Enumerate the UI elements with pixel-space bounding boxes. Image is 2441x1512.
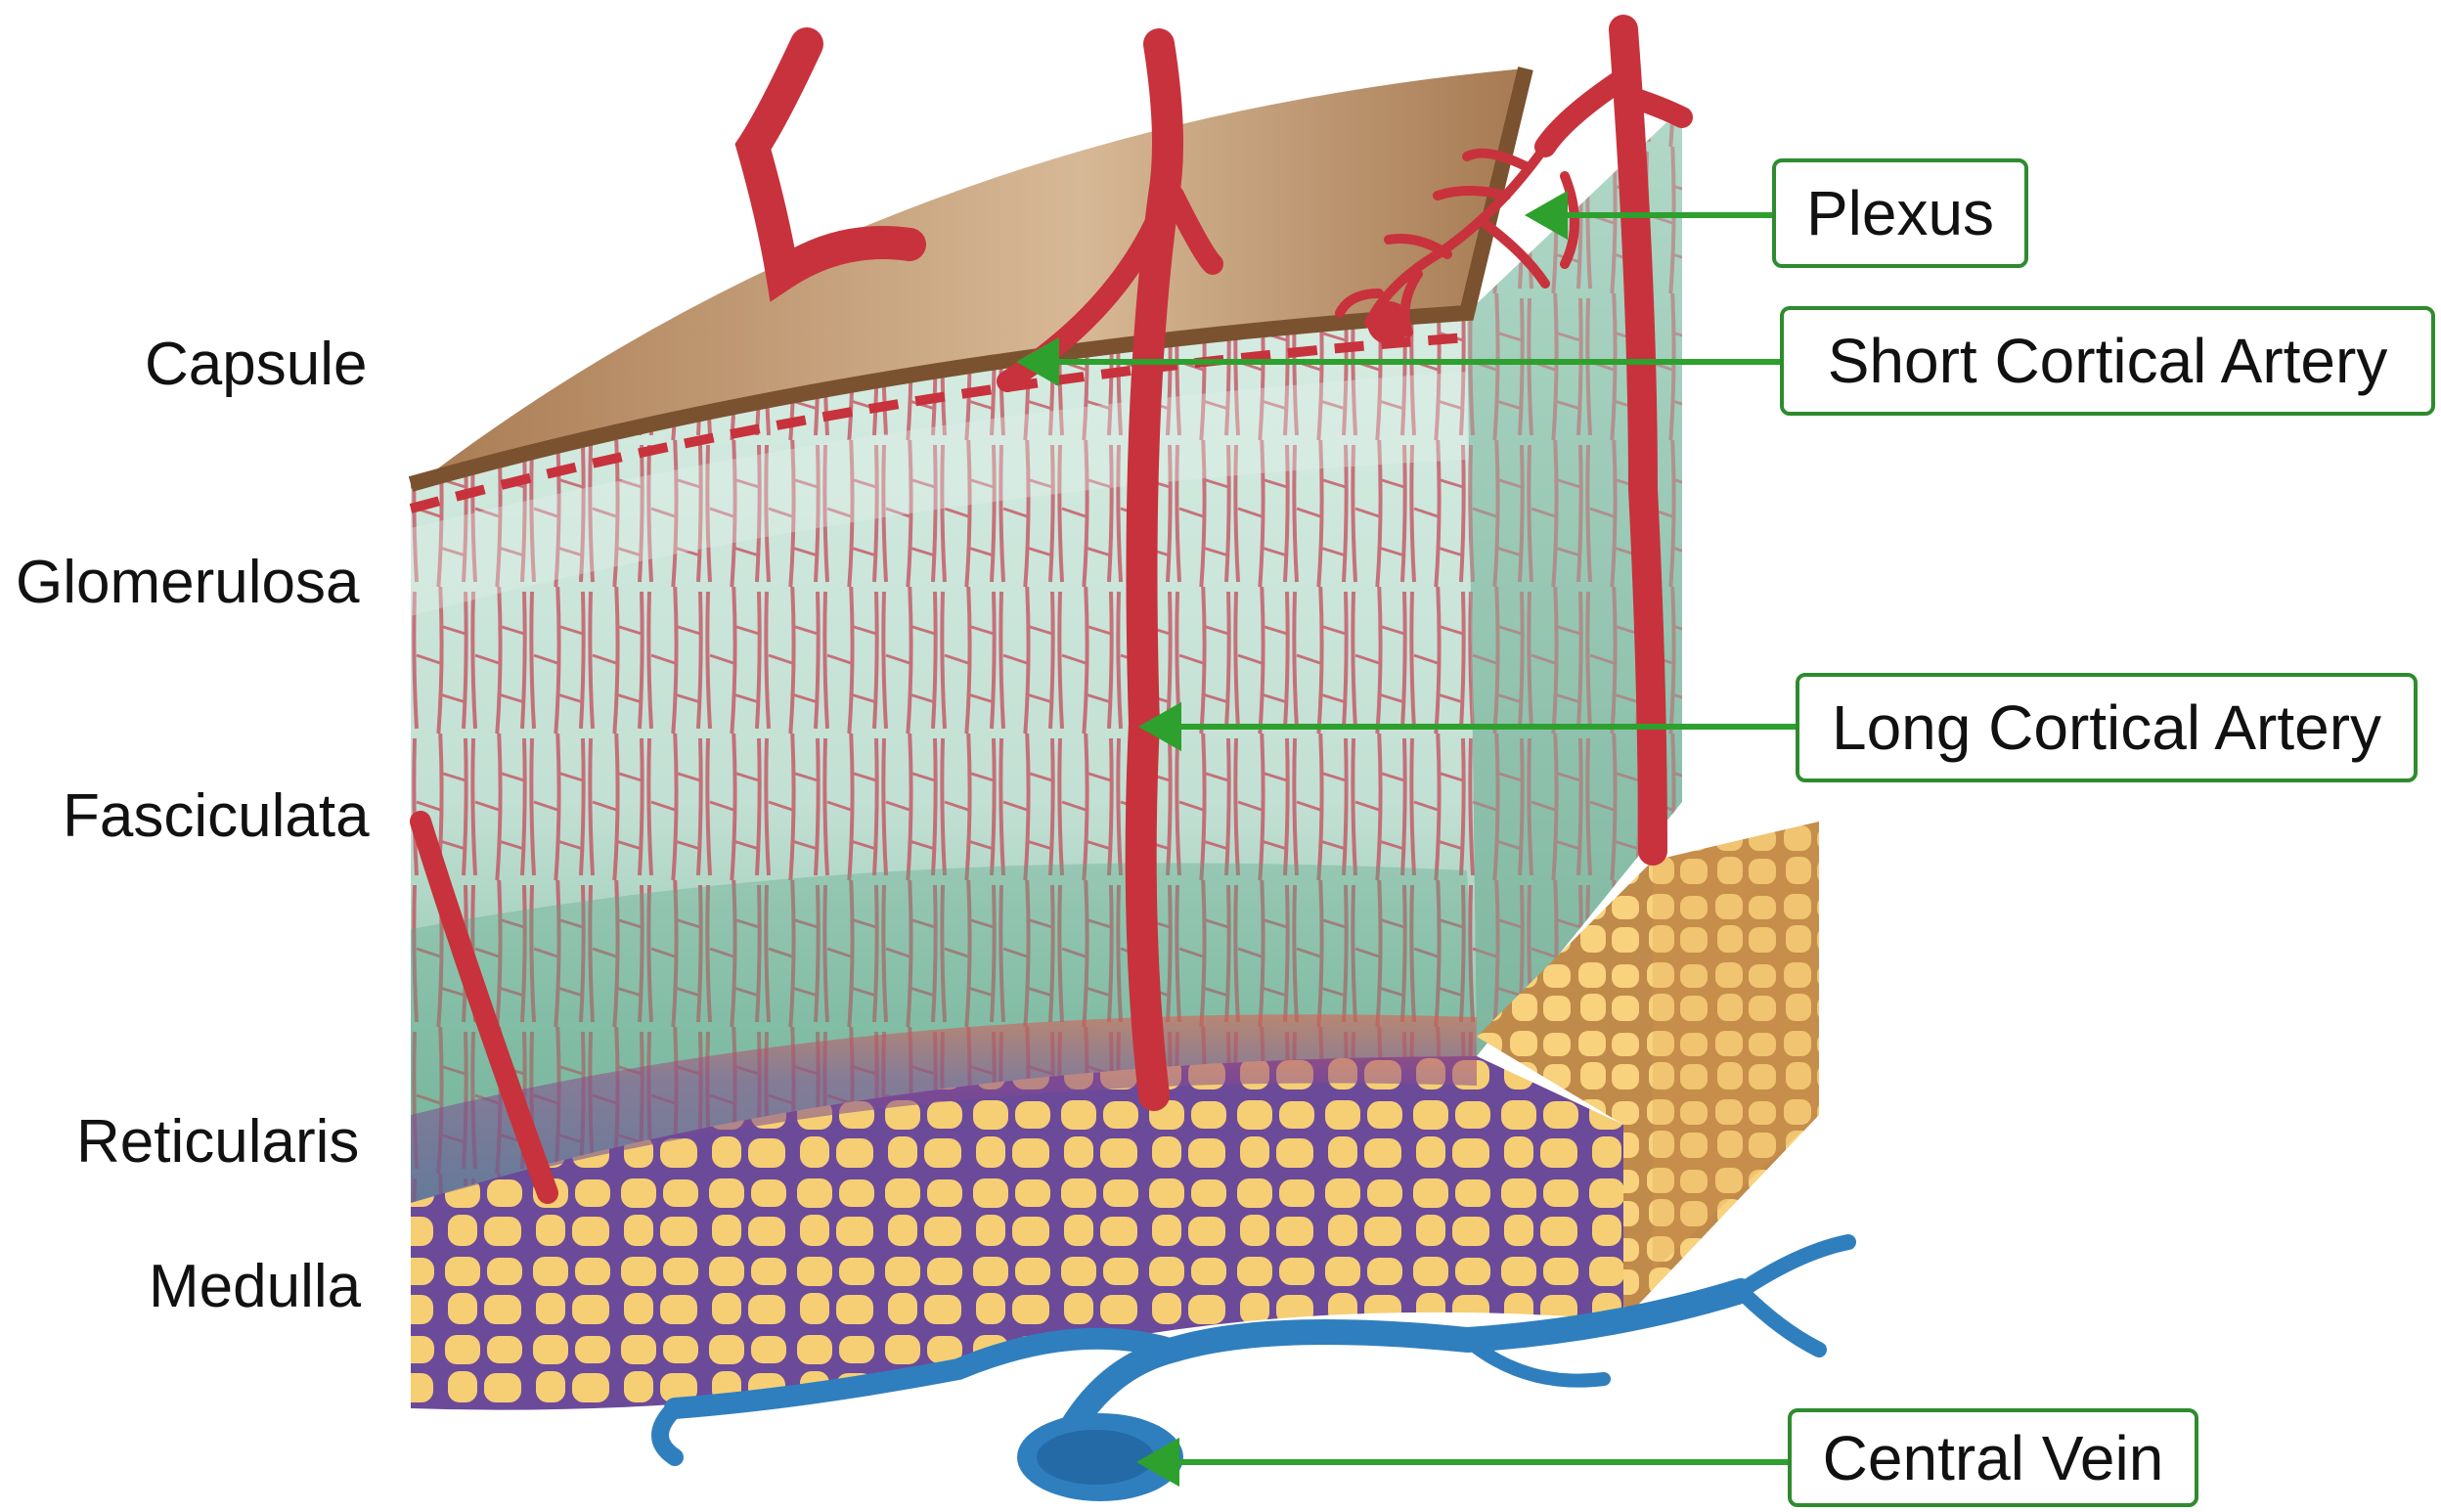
plexus-arrowhead — [1531, 196, 1565, 235]
callout-short-cortical-artery: Short Cortical Artery — [1780, 306, 2435, 416]
label-fasciculata: Fasciculata — [63, 786, 370, 847]
label-capsule: Capsule — [145, 334, 367, 395]
callout-plexus: Plexus — [1772, 158, 2028, 268]
callout-long-cortical-artery: Long Cortical Artery — [1796, 673, 2418, 782]
artery-left-trunk — [753, 44, 910, 274]
callout-central-vein: Central Vein — [1788, 1408, 2198, 1507]
label-reticularis: Reticularis — [76, 1112, 359, 1173]
label-medulla: Medulla — [149, 1257, 361, 1317]
label-glomerulosa: Glomerulosa — [16, 553, 359, 613]
